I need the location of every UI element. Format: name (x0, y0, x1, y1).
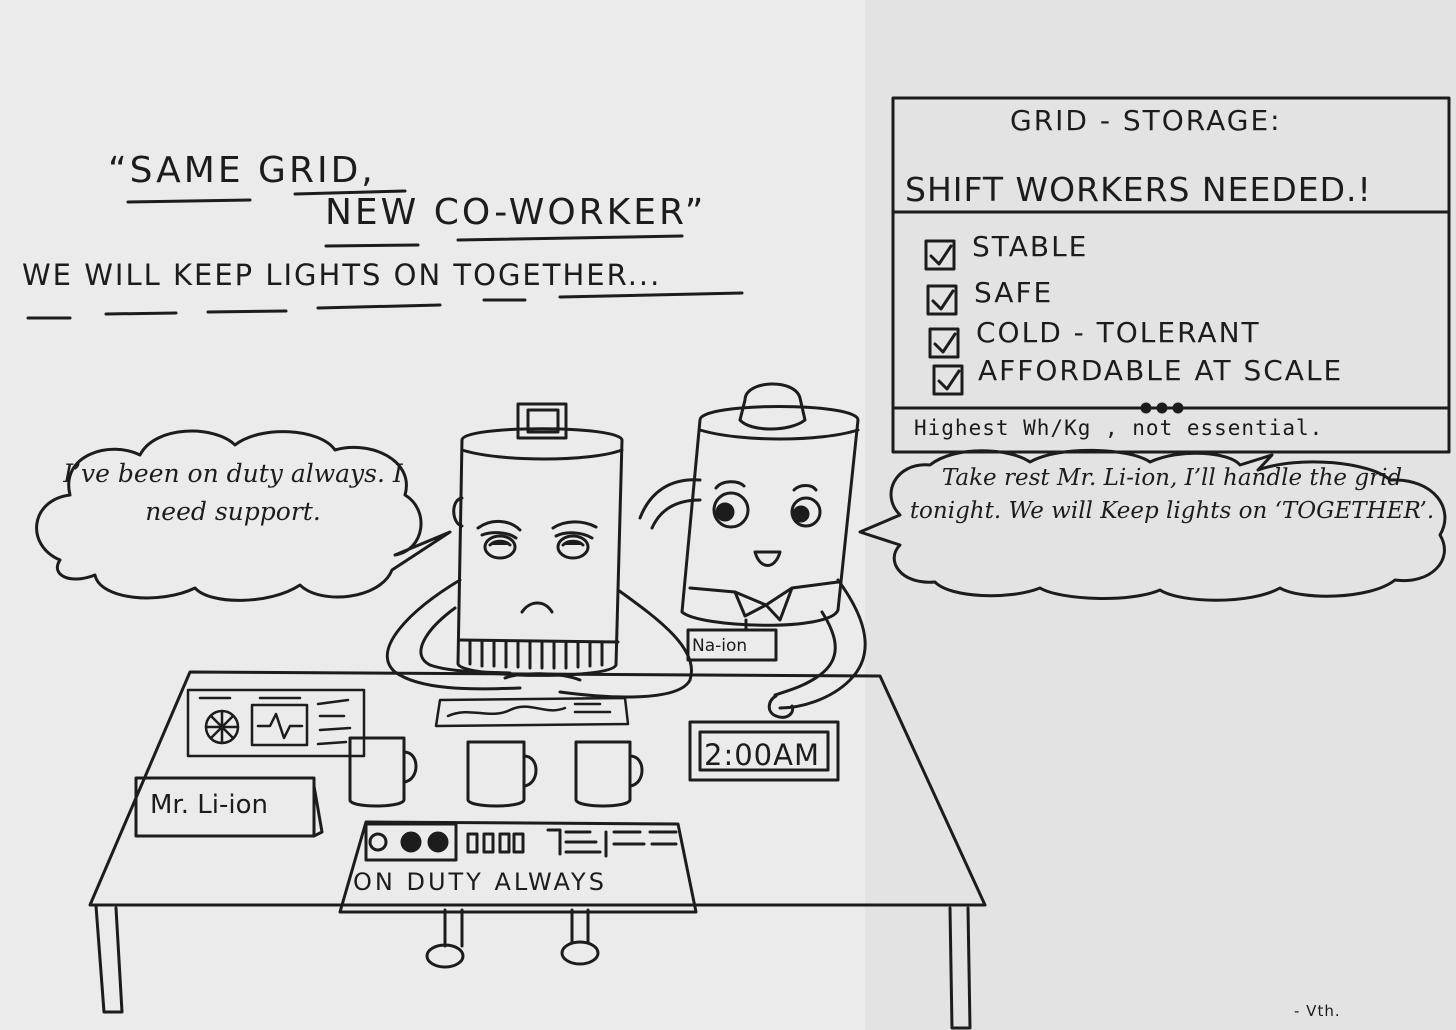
control-panel (338, 820, 698, 914)
poster-footnote: Highest Wh/Kg , not essential. (914, 416, 1324, 440)
speech-bubble-left (35, 429, 452, 602)
speech-text-na-ion: Take rest Mr. Li-ion, I’ll handle the gr… (909, 465, 1435, 524)
desk (88, 670, 987, 1030)
monitor-panel (186, 688, 366, 758)
control-panel-label: ON DUTY ALWAYS (353, 868, 607, 896)
checkbox-affordable (932, 364, 964, 396)
chart-pad (434, 696, 630, 728)
clock-time: 2:00AM (704, 738, 820, 772)
headline-line-3: WE WILL KEEP LIGHTS ON TOGETHER... (22, 258, 662, 292)
headline-line-1: “SAME GRID, (108, 150, 376, 191)
coffee-mug (466, 740, 538, 808)
requirement-affordable: AFFORDABLE AT SCALE (978, 354, 1344, 387)
nameplate-li-ion: Mr. Li-ion (150, 790, 268, 820)
li-ion-battery-character (385, 402, 693, 699)
requirement-cold-tolerant: COLD - TOLERANT (976, 316, 1261, 349)
coffee-mug (348, 736, 418, 808)
requirement-stable: STABLE (972, 230, 1089, 263)
checkbox-safe (926, 284, 958, 316)
nametag-na-ion: Na-ion (692, 636, 748, 656)
checkbox-cold-tolerant (928, 327, 960, 359)
poster-title: GRID - STORAGE: (1010, 104, 1282, 137)
alarm-clock (688, 720, 840, 782)
speech-text-li-ion: I’ve been on duty always. I need support… (63, 459, 403, 526)
poster-frame (891, 96, 1451, 454)
artist-signature: - Vth. (1294, 1002, 1341, 1020)
headline-line-2: NEW CO-WORKER” (325, 192, 707, 233)
poster-subtitle: SHIFT WORKERS NEEDED.! (905, 170, 1372, 209)
na-ion-battery-character (638, 382, 867, 719)
headline-underlines (26, 189, 744, 320)
speech-bubble-right (858, 448, 1447, 602)
nameplate (134, 776, 324, 838)
checkbox-stable (924, 239, 956, 271)
requirement-safe: SAFE (974, 276, 1054, 309)
coffee-mug (574, 740, 644, 808)
